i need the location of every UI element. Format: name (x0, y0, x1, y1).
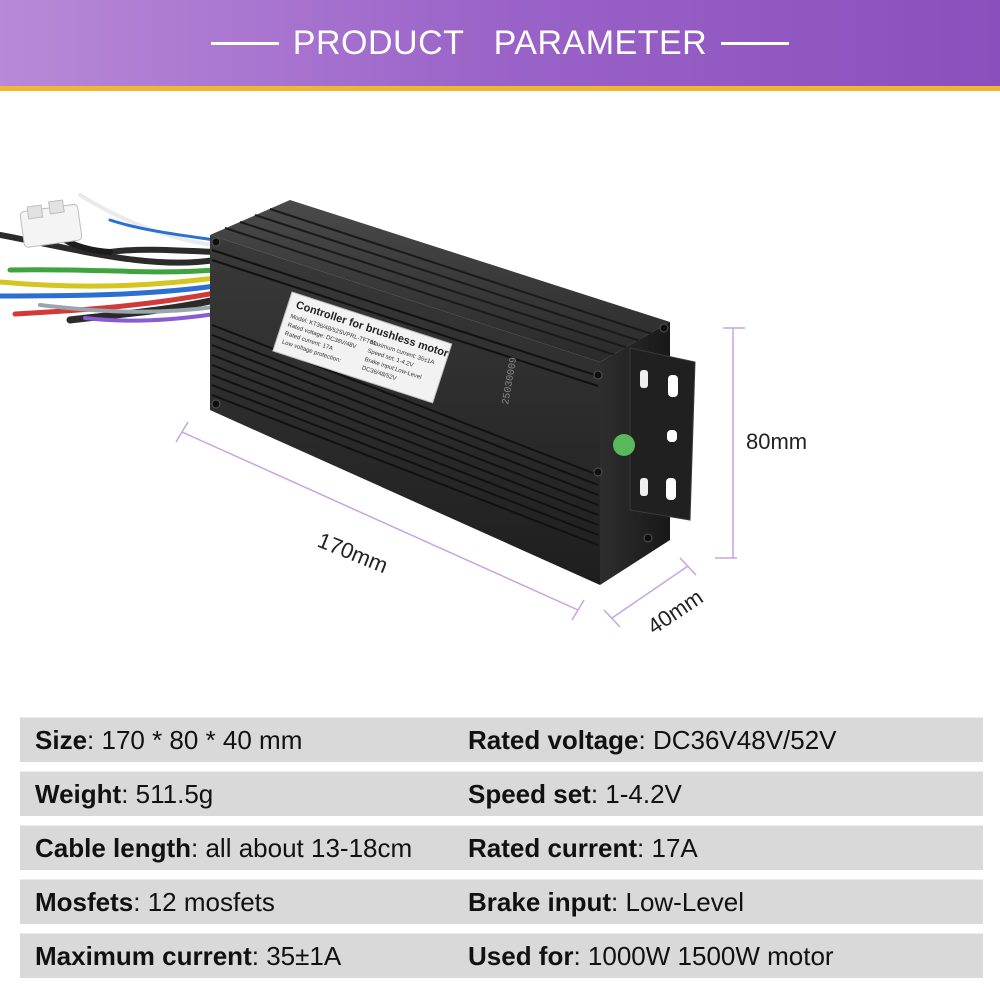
spec-row: Size: 170 * 80 * 40 mm Rated voltage: DC… (20, 717, 983, 762)
spec-cell-maximum-current: Maximum current: 35±1A (35, 934, 341, 978)
height-dimension-label: 80mm (746, 429, 807, 454)
spec-cell-speed-set: Speed set: 1-4.2V (468, 772, 682, 816)
controller-drawing: 25030009 Controller for brushless motor … (0, 193, 807, 639)
mounting-bracket (629, 347, 696, 521)
spec-label-sticker: Controller for brushless motor Model: KT… (272, 291, 453, 404)
bracket-slot-bottom (640, 478, 648, 496)
spec-colon: : (638, 724, 653, 755)
spec-table: Size: 170 * 80 * 40 mm Rated voltage: DC… (20, 717, 983, 987)
bracket-hole-bottom (666, 478, 676, 500)
header-title-word1: PRODUCT (292, 23, 464, 62)
header-title: PRODUCT PARAMETER (293, 24, 707, 63)
spec-row: Cable length: all about 13-18cm Rated cu… (20, 825, 983, 870)
spec-row: Maximum current: 35±1A Used for: 1000W 1… (20, 933, 983, 978)
header-accent-strip (0, 86, 1000, 91)
screws (211, 237, 669, 543)
spec-cell-brake-input: Brake input: Low-Level (468, 880, 744, 924)
top-ribs (224, 208, 653, 356)
spec-cell-weight: Weight: 511.5g (35, 772, 213, 816)
spec-label: Speed set (468, 778, 591, 809)
connector-plug (19, 199, 83, 248)
spec-label: Cable length (35, 832, 192, 863)
width-dimension-label: 40mm (643, 584, 708, 639)
spec-value: all about 13-18cm (205, 832, 413, 863)
header-right-rule (721, 41, 790, 45)
spec-value: 12 mosfets (147, 886, 275, 917)
front-ribs (211, 249, 599, 546)
spec-colon: : (611, 886, 626, 917)
spec-row: Mosfets: 12 mosfets Brake input: Low-Lev… (20, 879, 983, 924)
spec-label: Weight (35, 778, 122, 809)
spec-value: DC36V48V/52V (652, 724, 837, 755)
spec-label: Rated current (468, 832, 638, 863)
header-banner: PRODUCT PARAMETER (0, 0, 1000, 86)
spec-cell-size: Size: 170 * 80 * 40 mm (35, 718, 302, 762)
spec-cell-rated-current: Rated current: 17A (468, 826, 698, 870)
spec-value: 170 * 80 * 40 mm (101, 724, 303, 755)
spec-label: Rated voltage (468, 724, 639, 755)
spec-colon: : (191, 832, 206, 863)
header-title-word2: PARAMETER (493, 23, 708, 62)
spec-cell-used-for: Used for: 1000W 1500W motor (468, 934, 834, 978)
bracket-hole-middle (667, 430, 677, 442)
spec-value: 1000W 1500W motor (587, 940, 834, 971)
spec-label: Brake input (468, 886, 612, 917)
length-dimension-line (181, 431, 579, 611)
spec-value: 511.5g (135, 778, 214, 809)
length-dimension-label: 170mm (314, 527, 391, 578)
spec-cell-mosfets: Mosfets: 12 mosfets (35, 880, 275, 924)
bracket-slot-top (640, 370, 648, 388)
spec-label: Size (35, 724, 88, 755)
spec-colon: : (637, 832, 652, 863)
spec-colon: : (251, 940, 267, 971)
spec-row: Weight: 511.5g Speed set: 1-4.2V (20, 771, 983, 816)
qc-sticker (613, 434, 635, 456)
spec-value: 35±1A (266, 940, 342, 971)
spec-colon: : (87, 724, 102, 755)
spec-label: Used for (468, 940, 574, 971)
controller-top-face (210, 200, 670, 362)
spec-cell-cable-length: Cable length: all about 13-18cm (35, 826, 412, 870)
spec-value: Low-Level (625, 886, 744, 917)
spec-colon: : (121, 778, 136, 809)
spec-value: 1-4.2V (605, 778, 682, 809)
spec-label: Maximum current (35, 940, 252, 971)
spec-colon: : (590, 778, 606, 809)
width-dimension-line (611, 565, 689, 619)
dimension-lines (175, 327, 745, 628)
bracket-hole-top (668, 375, 678, 397)
product-illustration: 25030009 Controller for brushless motor … (0, 100, 1000, 690)
spec-colon: : (573, 940, 588, 971)
spec-colon: : (133, 886, 148, 917)
spec-value: 17A (651, 832, 698, 863)
header-left-rule (210, 41, 279, 45)
spec-label: Mosfets (35, 886, 134, 917)
spec-cell-rated-voltage: Rated voltage: DC36V48V/52V (468, 718, 837, 762)
